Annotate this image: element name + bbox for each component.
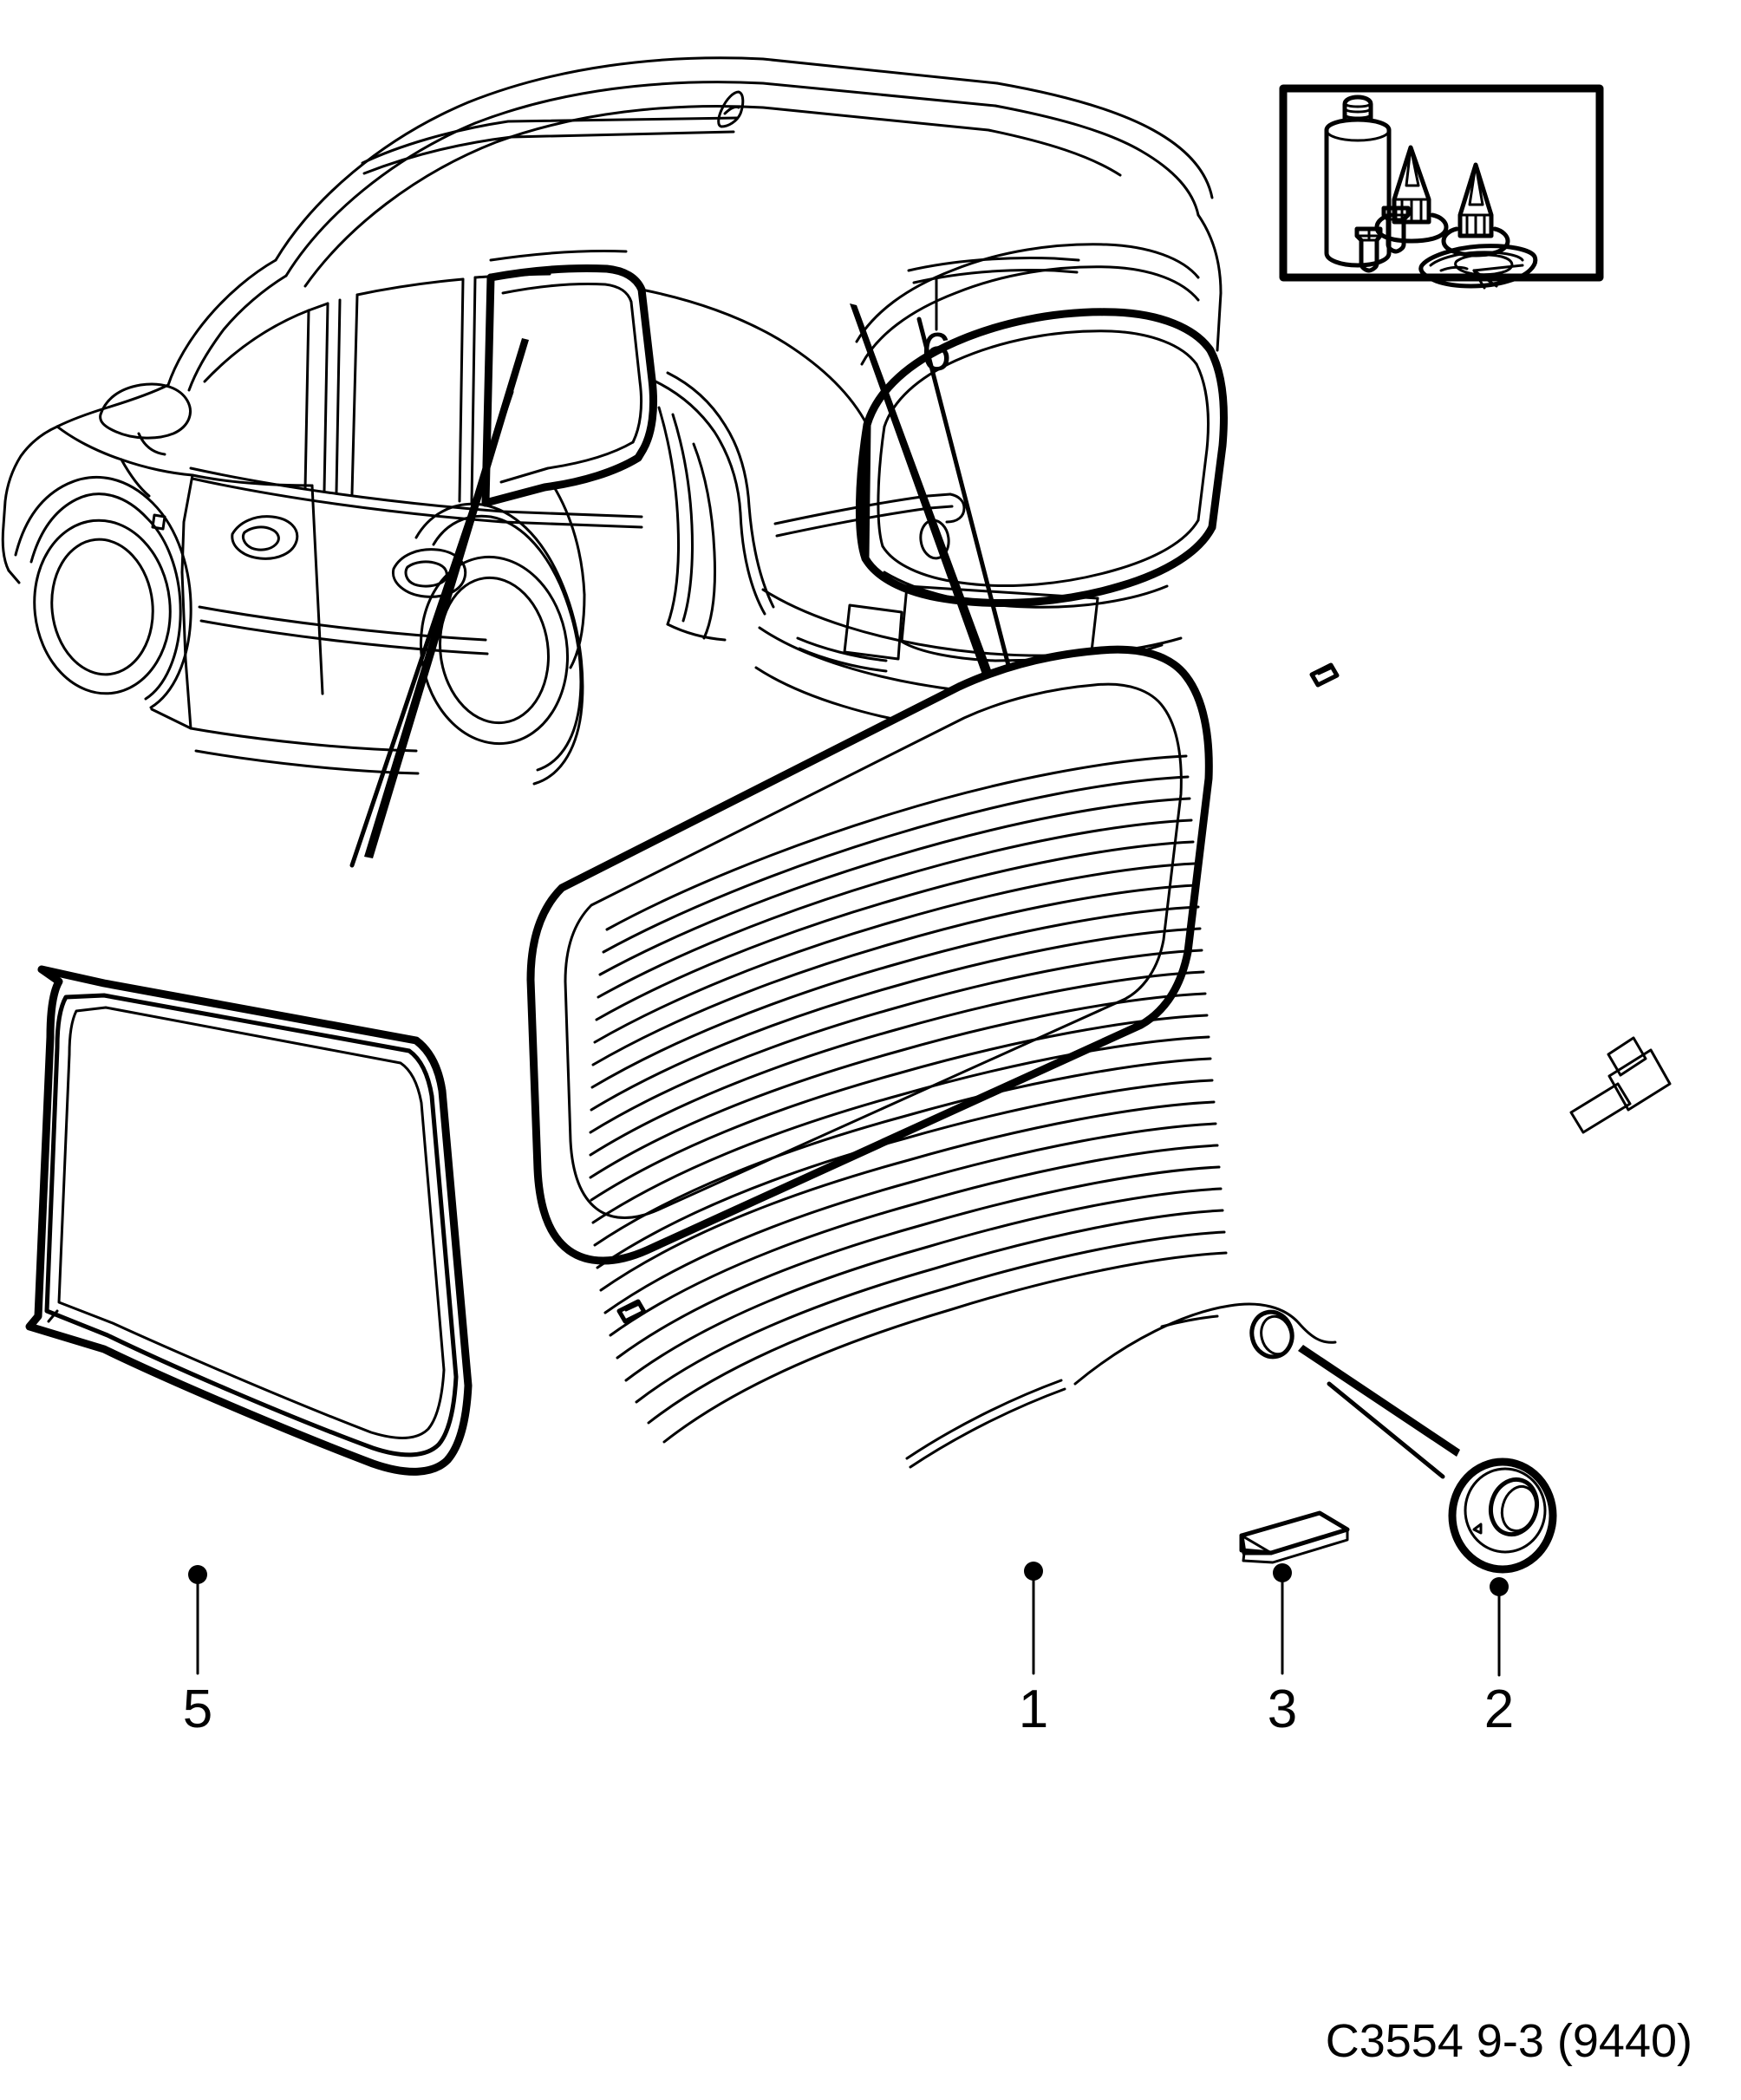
adhesive-kit-box bbox=[1279, 84, 1604, 290]
primer-bottle-icon bbox=[1381, 205, 1411, 254]
leader-lines-vehicle-to-seal bbox=[349, 338, 529, 868]
leader-taper-glass-a bbox=[850, 303, 1014, 735]
adhesive-cartridge-icon bbox=[1324, 95, 1392, 268]
leader-lines-glass-to-grommet bbox=[1298, 1345, 1460, 1479]
glass-locating-tab bbox=[616, 1299, 647, 1324]
callout-5: 5 bbox=[183, 1565, 212, 1739]
callout-2-label: 2 bbox=[1484, 1679, 1514, 1739]
callout-5-label: 5 bbox=[183, 1679, 212, 1739]
wiper-spindle-grommet-detail bbox=[1448, 1458, 1557, 1574]
glass-spacer-pad-detail bbox=[1239, 1510, 1350, 1564]
callout-1: 1 bbox=[1019, 1562, 1048, 1739]
primer-bottle-icon bbox=[1354, 226, 1383, 273]
callout-3: 3 bbox=[1268, 1563, 1297, 1739]
heater-connector-tabs bbox=[1569, 1036, 1672, 1134]
sheet-caption: C3554 9-3 (9440) bbox=[1326, 2015, 1692, 2067]
callout-3-label: 3 bbox=[1268, 1679, 1297, 1739]
callout-1-label: 1 bbox=[1019, 1679, 1048, 1739]
rear-window-glass-detail bbox=[526, 645, 1672, 1469]
wipe-sachet-icon bbox=[1418, 244, 1538, 290]
leader-seal-b bbox=[349, 389, 514, 868]
leader-grommet-b bbox=[1327, 1381, 1445, 1479]
glass-locating-tab bbox=[1309, 662, 1340, 688]
heater-element-stripes bbox=[589, 754, 1228, 1444]
leader-taper-grommet-a bbox=[1298, 1345, 1460, 1457]
window-frame-seal-detail bbox=[25, 965, 473, 1476]
callout-2: 2 bbox=[1484, 1577, 1514, 1739]
callout-6: 6 bbox=[922, 277, 951, 382]
